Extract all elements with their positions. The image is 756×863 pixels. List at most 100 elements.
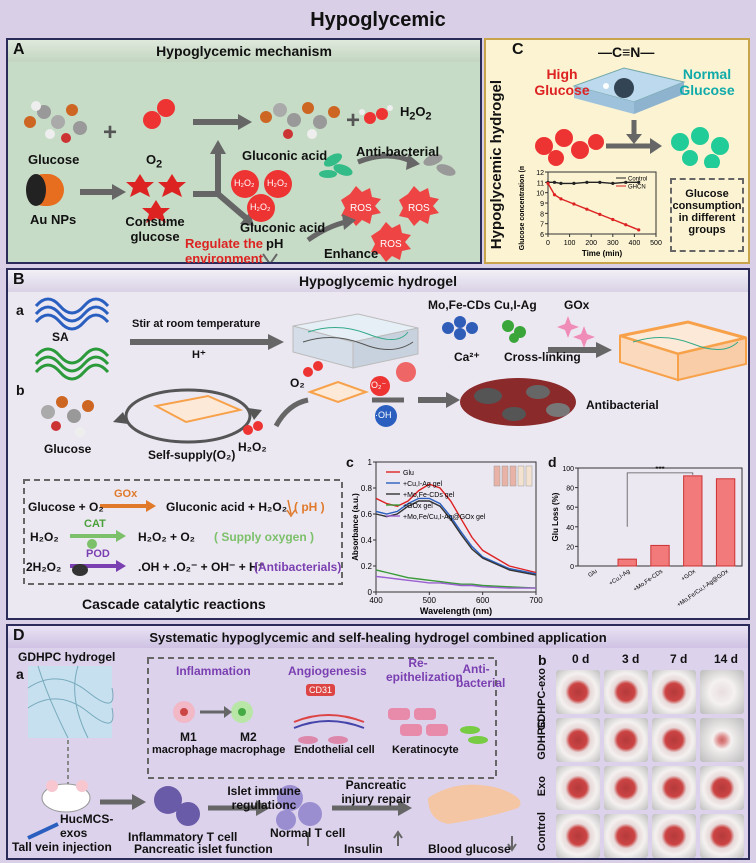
- day-14: 14 d: [714, 652, 739, 666]
- panel-b-letter: B: [13, 271, 25, 288]
- label-au-nps: Au NPs: [30, 212, 77, 227]
- label-blood-glucose: Blood glucose: [428, 842, 511, 856]
- label-reepi: Re-epithelization: [386, 656, 463, 684]
- label-o2-o: O: [146, 152, 157, 167]
- legend-label: +GOx gel: [403, 503, 433, 510]
- data-point: [611, 217, 615, 222]
- wound-photo: [652, 670, 696, 714]
- sub-a-label: a: [16, 302, 24, 318]
- x-tick-label: 500: [650, 240, 662, 247]
- wound-photo: [652, 814, 696, 858]
- consumption-box: Glucose consumption in different groups: [670, 178, 744, 252]
- cu-i-ag-icon: [502, 320, 526, 343]
- label-o2-radical: ·O₂⁻: [368, 380, 387, 390]
- gox-icon: [557, 316, 595, 348]
- label-gluconic-acid-ph: Gluconic acid: [240, 220, 326, 235]
- label-self-supply: Self-supply(O₂): [148, 448, 236, 462]
- x-tick-label: 100: [564, 240, 576, 247]
- bar-+GOx: [683, 475, 703, 567]
- ros-label-2: ROS: [408, 203, 430, 214]
- label-sa: SA: [52, 330, 69, 344]
- x-tick-label: 400: [369, 596, 383, 605]
- vial-icon: [509, 465, 517, 487]
- sub-d-label: d: [548, 454, 557, 470]
- x-tick-label: 300: [607, 240, 619, 247]
- y-tick-label: 80: [566, 486, 574, 493]
- panel-a-letter: A: [13, 41, 25, 58]
- wound-photo: [556, 718, 600, 762]
- bacteria-d-icon: [460, 726, 488, 744]
- panel-c-side-title: Hypoglycemic hydrogel: [488, 80, 505, 250]
- label-inflammation: Inflammation: [176, 664, 251, 678]
- label-glucose: Glucose: [28, 152, 80, 167]
- panel-c-letter: C: [512, 41, 524, 58]
- y-tick-label: 7: [540, 222, 544, 229]
- label-tail: Tall vein injection: [12, 840, 112, 854]
- label-consume-glucose: Consume glucose: [125, 214, 185, 244]
- series-line-+GOx gel: [375, 569, 537, 589]
- data-point: [572, 202, 576, 206]
- macrophage-icon: [173, 701, 253, 723]
- wound-photo: [652, 718, 696, 762]
- au-nps-icon: [26, 174, 64, 206]
- y-tick-label: 12: [536, 170, 544, 177]
- legend-label: +Mo,Fe/Cu,I-Ag@GOx gel: [403, 514, 486, 521]
- label-inflammatory-t: Inflammatory T cell: [128, 830, 238, 844]
- label-anti-bacterial: Anti-bacterial: [356, 144, 440, 159]
- data-point: [637, 228, 641, 232]
- crosslinked-hydrogel-icon: [619, 320, 747, 382]
- x-tick-label: Glu: [587, 569, 598, 579]
- label-high-glucose: High Glucose: [534, 66, 590, 98]
- x-tick-label: +GOx: [681, 569, 697, 583]
- wound-photo: [604, 814, 648, 858]
- label-islet-function: Pancreatic islet function: [134, 842, 273, 856]
- series-line-Glu: [375, 483, 537, 574]
- legend-label: GHCN: [628, 185, 646, 191]
- o2-b-icon: [303, 361, 323, 377]
- label-o2-b: O₂: [290, 376, 305, 390]
- y-tick-label: 1: [368, 458, 373, 467]
- label-h2o2-s2: 2: [425, 110, 432, 123]
- wound-photo: [604, 670, 648, 714]
- y-tick-label: 9: [540, 201, 544, 208]
- y-tick-label: 20: [566, 544, 574, 551]
- cascade-title: Cascade catalytic reactions: [82, 596, 266, 612]
- h2o2-bubble-2: H₂O₂: [267, 178, 288, 188]
- panel-d-graphics: [27, 657, 521, 852]
- label-enhance: Enhance: [324, 246, 379, 261]
- label-m1: M1: [180, 730, 197, 744]
- series-line-GHCN: [547, 183, 639, 231]
- reaction-1-left: Glucose + O₂: [28, 500, 104, 514]
- y-tick-label: 8: [540, 211, 544, 218]
- reaction-2-right: H₂O₂ + O₂: [138, 530, 196, 544]
- vial-icon: [493, 465, 501, 487]
- h2o2-b-icon: [243, 421, 263, 435]
- y-tick-label: 0.8: [361, 484, 373, 493]
- y-tick-label: 6: [540, 232, 544, 239]
- consume-star-icon: [126, 174, 186, 223]
- data-point: [546, 181, 550, 185]
- label-mo-fe: Mo,Fe-CDs: [428, 298, 491, 312]
- legend-label: +Cu,I-Ag gel: [403, 481, 443, 488]
- y-tick-label: 0: [570, 564, 574, 571]
- glucose-molecule-b-icon: [41, 396, 94, 437]
- wound-photo: [604, 718, 648, 762]
- wound-photo: [604, 766, 648, 810]
- glu-loss-chart: 020406080100Glu+Cu,I-Ag+Mo,Fe-CDs+GOx+Mo…: [551, 465, 743, 609]
- vial-icon: [517, 465, 525, 487]
- series-line-+Mo,Fe/Cu,I-Ag@GOx gel: [375, 575, 536, 589]
- label-gluconic-acid: Gluconic acid: [242, 148, 328, 163]
- label-stir: Stir at room temperature: [132, 318, 261, 330]
- panel-c-graphics: [535, 67, 729, 168]
- bar-+Mo,Fe-CDs: [650, 544, 670, 567]
- wound-photo: [700, 670, 744, 714]
- group-control: Control: [536, 812, 548, 852]
- y-tick-label: 100: [562, 466, 574, 473]
- normal-t-cell-icon: [276, 785, 322, 830]
- wound-photo: [700, 718, 744, 762]
- significance-label: ***: [655, 465, 664, 474]
- page-title: Hypoglycemic: [310, 8, 446, 31]
- panel-a-graphics: + +: [24, 99, 456, 262]
- hydrogel-block-icon: [292, 313, 419, 369]
